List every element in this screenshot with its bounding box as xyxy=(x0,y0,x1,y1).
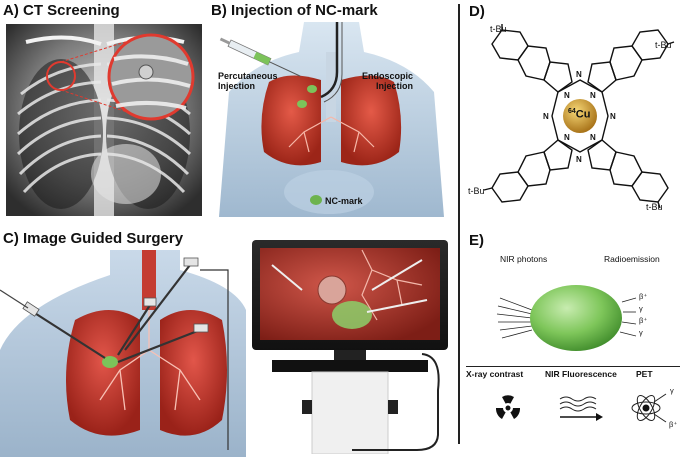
surgery-illustration xyxy=(0,250,246,457)
tbu-bottom-right: t-Bu xyxy=(646,202,663,212)
atom-icon xyxy=(631,393,667,423)
torso-illustration xyxy=(209,22,452,217)
percutaneous-label: Percutaneous Injection xyxy=(218,71,278,91)
svg-text:N: N xyxy=(590,91,596,100)
ncmark-bead xyxy=(310,195,322,205)
panel-d-title: D) xyxy=(469,3,485,20)
n-atom-left: N xyxy=(543,112,549,121)
n-atom-right: N xyxy=(610,112,616,121)
beta-plus-label-2: β⁺ xyxy=(639,316,648,325)
tbu-bottom-left: t-Bu xyxy=(468,186,485,196)
svg-text:N: N xyxy=(590,133,596,142)
tumor-nc-mark xyxy=(102,356,118,368)
metal-label: 64Cu xyxy=(568,108,590,121)
svg-text:N: N xyxy=(564,133,570,142)
panel-c-title: C) Image Guided Surgery xyxy=(3,230,184,247)
pet-label: PET xyxy=(636,369,653,379)
metal-isotope: 64 xyxy=(568,108,576,115)
panel-divider xyxy=(458,4,460,444)
svg-text:N: N xyxy=(564,91,570,100)
metal-symbol: Cu xyxy=(575,108,591,121)
tbu-top-left: t-Bu xyxy=(490,24,507,34)
ct-xray-image xyxy=(6,24,202,216)
gamma-label-2: γ xyxy=(639,328,643,337)
radiation-icon xyxy=(495,395,521,419)
endoscope-icon xyxy=(320,22,339,99)
ncmark-label: NC-mark xyxy=(325,196,363,206)
panel-a-title: A) CT Screening xyxy=(3,2,120,19)
nir-photons-label: NIR photons xyxy=(500,254,548,264)
nir-fluorescence-label: NIR Fluorescence xyxy=(545,369,617,379)
wave-icon xyxy=(559,396,603,421)
syringe-icon xyxy=(219,37,301,77)
xray-contrast-label: X-ray contrast xyxy=(466,369,524,379)
endoscopic-label: Endoscopic Injection xyxy=(362,71,414,91)
modality-divider xyxy=(466,366,680,367)
panel-b-title: B) Injection of NC-mark xyxy=(211,2,378,19)
gamma-label-1: γ xyxy=(639,304,643,313)
n-atom-top: N xyxy=(576,70,582,79)
pet-beta-label: β⁺ xyxy=(669,420,678,429)
radioemission-label: Radioemission xyxy=(604,254,660,264)
tbu-top-right: t-Bu xyxy=(655,40,672,50)
nc-mark-particle xyxy=(496,285,637,351)
monitor-icon xyxy=(252,240,448,454)
n-atom-bottom: N xyxy=(576,155,582,164)
cu-phthalocyanine-structure: N N N N N N N N xyxy=(483,24,675,209)
pet-gamma-label: γ xyxy=(670,386,674,395)
panel-e-title: E) xyxy=(469,232,484,249)
beta-plus-label-1: β⁺ xyxy=(639,292,648,301)
